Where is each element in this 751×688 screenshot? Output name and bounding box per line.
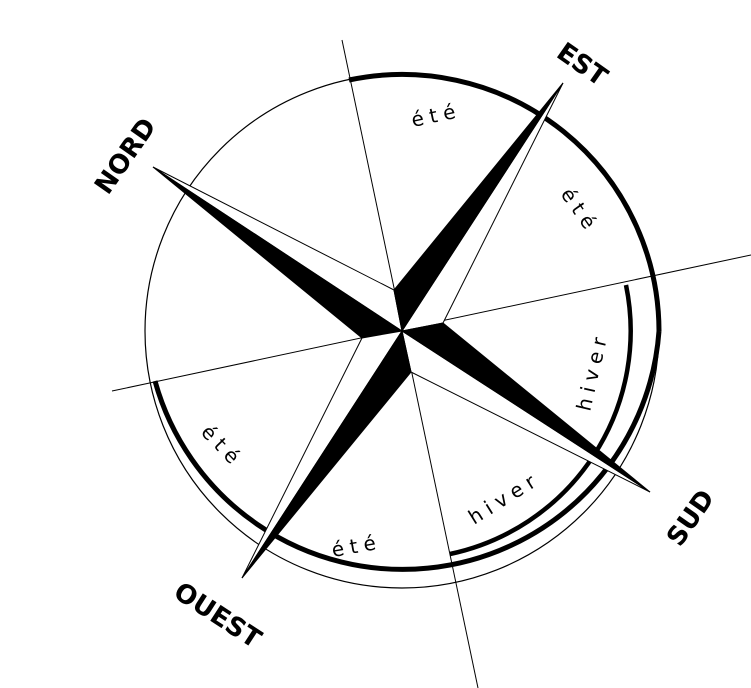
season-label-ete-upper-right: été — [556, 183, 605, 238]
star-point-west-dark — [242, 331, 411, 578]
season-label-ete-left: été — [196, 420, 248, 473]
season-label-hiver-right: hiver — [571, 329, 613, 413]
direction-label-east: EST — [551, 37, 613, 93]
star-point-north-dark — [153, 167, 402, 338]
season-label-ete-bottom: été — [330, 530, 384, 562]
direction-label-west: OUEST — [168, 577, 266, 655]
season-label-ete-top: été — [409, 98, 463, 132]
direction-label-north: NORD — [89, 113, 163, 200]
star-point-south-dark — [402, 323, 650, 492]
direction-label-south: SUD — [661, 484, 721, 552]
